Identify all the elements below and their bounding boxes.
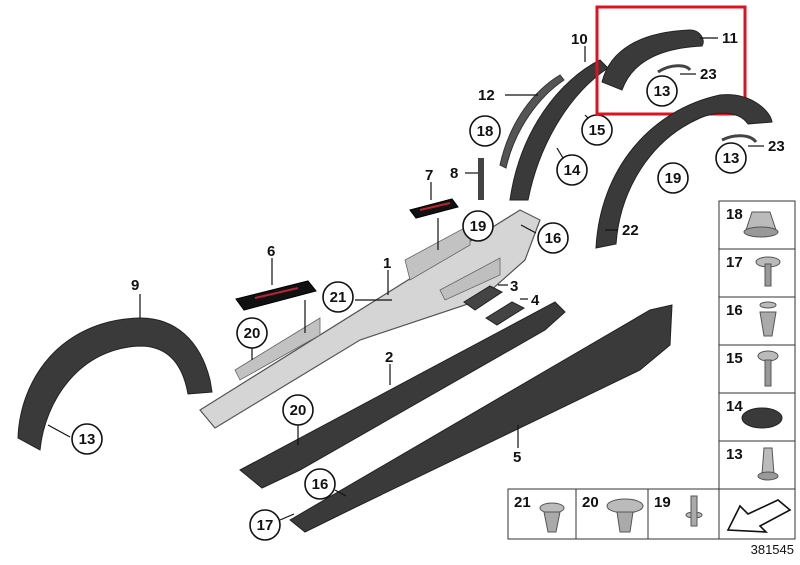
callout-circle-13 <box>715 142 747 174</box>
label-12: 12 <box>478 87 495 104</box>
sill-plate-7[interactable] <box>409 198 459 219</box>
callout-circle-13 <box>646 75 678 107</box>
legend-label-15: 15 <box>726 350 743 367</box>
label-16: 16 <box>545 230 562 247</box>
side-skirt-bracket[interactable] <box>239 301 566 489</box>
label-13: 13 <box>654 83 671 100</box>
label-2: 2 <box>385 349 393 366</box>
label-5: 5 <box>513 449 521 466</box>
callout-circle-20 <box>282 394 314 426</box>
legend-label-16: 16 <box>726 302 743 319</box>
diagram-number: 381545 <box>751 542 794 557</box>
label-19: 19 <box>470 218 487 235</box>
label-7: 7 <box>425 167 433 184</box>
callout-circle-21 <box>322 281 354 313</box>
label-13: 13 <box>723 150 740 167</box>
plug-14-icon <box>741 407 783 429</box>
pin-19-icon <box>690 495 698 527</box>
bolt-8[interactable] <box>478 158 484 200</box>
callout-circle-16 <box>304 468 336 500</box>
label-8: 8 <box>450 165 458 182</box>
label-22: 22 <box>622 222 639 239</box>
callout-circle-18 <box>469 115 501 147</box>
label-23: 23 <box>700 66 717 83</box>
label-23: 23 <box>768 138 785 155</box>
label-6: 6 <box>267 243 275 260</box>
label-21: 21 <box>330 289 347 306</box>
label-20: 20 <box>290 402 307 419</box>
rocker-panel[interactable] <box>199 209 541 429</box>
callout-circle-20 <box>236 317 268 349</box>
legend-label-17: 17 <box>726 254 743 271</box>
screw-15-icon <box>764 359 772 387</box>
callout-circle-19 <box>657 162 689 194</box>
wheel-arch-trim-rear[interactable] <box>17 317 213 451</box>
legend-label-14: 14 <box>726 398 743 415</box>
callout-circle-17 <box>249 509 281 541</box>
bracket-4[interactable] <box>485 301 526 326</box>
clip-20-icon <box>616 511 634 533</box>
label-18: 18 <box>477 123 494 140</box>
label-10: 10 <box>571 31 588 48</box>
clip-16-icon <box>759 311 777 337</box>
screw-17-icon <box>764 263 772 287</box>
trim-strip-12[interactable] <box>499 74 565 169</box>
label-9: 9 <box>131 277 139 294</box>
legend-label-20: 20 <box>582 494 599 511</box>
arch-trim-10[interactable] <box>509 59 609 201</box>
label-20: 20 <box>244 325 261 342</box>
legend-label-13: 13 <box>726 446 743 463</box>
label-13: 13 <box>79 431 96 448</box>
side-skirt[interactable] <box>289 304 673 533</box>
legend-label-19: 19 <box>654 494 671 511</box>
label-1: 1 <box>383 255 391 272</box>
label-19: 19 <box>665 170 682 187</box>
label-17: 17 <box>257 517 274 534</box>
label-3: 3 <box>510 278 518 295</box>
label-11: 11 <box>722 30 738 47</box>
callout-circle-19 <box>462 210 494 242</box>
label-15: 15 <box>589 122 606 139</box>
assembly-arrow-icon <box>726 499 792 533</box>
callout-circle-14 <box>556 154 588 186</box>
label-16: 16 <box>312 476 329 493</box>
fastener-legend-right: 18 17 16 15 14 13 <box>718 200 796 492</box>
bracket-3[interactable] <box>463 285 503 311</box>
wheel-arch-flare-11[interactable] <box>601 29 704 91</box>
fastener-legend-bottom: 21 20 19 <box>507 488 796 540</box>
label-14: 14 <box>564 162 581 179</box>
label-4: 4 <box>531 292 540 309</box>
clip-13-icon <box>761 447 775 475</box>
sill-plate-6[interactable] <box>235 280 317 311</box>
legend-label-21: 21 <box>514 494 531 511</box>
callout-circle-16 <box>537 222 569 254</box>
legend-label-18: 18 <box>726 206 743 223</box>
callout-circle-13 <box>71 423 103 455</box>
wheel-arch-trim-front[interactable] <box>595 94 773 249</box>
clip-21-icon <box>543 511 561 533</box>
